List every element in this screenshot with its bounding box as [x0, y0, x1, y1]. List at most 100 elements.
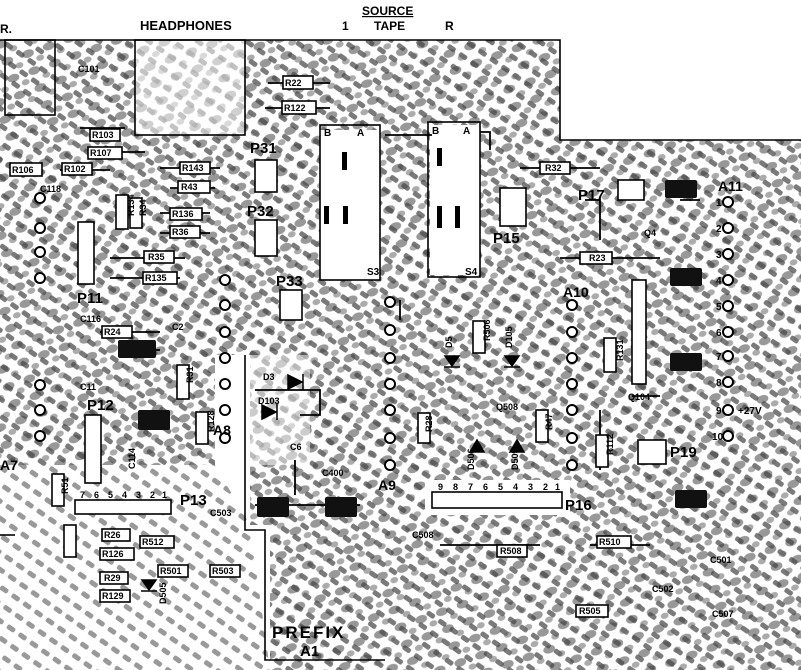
pin-number: 8 — [716, 378, 722, 389]
pin-number: 8 — [453, 482, 458, 492]
capacitor-label: C400 — [322, 468, 344, 478]
connector-headers — [74, 159, 667, 515]
capacitor-label: C118 — [40, 184, 61, 194]
resistor-label: R28 — [424, 415, 434, 432]
connector-label: P32 — [247, 203, 274, 220]
board-outlines — [0, 39, 801, 661]
resistor-label: R103 — [92, 130, 114, 140]
resistor-label: R24 — [104, 327, 121, 337]
module-labels: A11 A10 A9 A8 A7 — [0, 178, 743, 493]
semiconductor-labels: D5 D105 D3 D103 D505 D509 D506 Q508 Q104… — [158, 228, 656, 604]
switch-contacts — [324, 148, 460, 228]
connector-label: P19 — [670, 444, 697, 461]
resistor-labels: R22 R122 R103 R107 R102 R106 R143 R43 R1… — [12, 78, 625, 616]
pin-number: 5 — [108, 490, 113, 500]
connector-label: P33 — [276, 273, 303, 290]
pin-number: 7 — [468, 482, 473, 492]
capacitor-label: C501 — [710, 555, 732, 565]
connector-labels: P31 P32 P33 P17 P15 P12 P13 P16 P19 P11 — [77, 140, 697, 514]
tape-label: TAPE — [374, 19, 405, 33]
connector-label: P31 — [250, 140, 277, 157]
pin-number: 3 — [528, 482, 533, 492]
resistor-label: R506 — [482, 319, 492, 341]
resistor-label: R43 — [181, 182, 198, 192]
capacitor-label: C507 — [712, 609, 734, 619]
semiconductor-label: D3 — [263, 372, 275, 382]
copper-planes — [0, 40, 801, 670]
resistor-label: R34 — [138, 199, 148, 216]
switch-label: S4 — [465, 267, 478, 278]
pin-number: 1 — [716, 198, 722, 209]
semiconductor-label: Q4 — [644, 228, 656, 238]
capacitor-label: C116 — [80, 314, 101, 324]
pin-number: 5 — [716, 302, 722, 313]
source-label: SOURCE — [362, 4, 413, 18]
resistor-label: R126 — [102, 549, 124, 559]
semiconductor-label: D103 — [258, 396, 280, 406]
resistor-label: R501 — [160, 566, 182, 576]
switch-label: A — [463, 126, 470, 137]
resistor-label: R26 — [104, 530, 121, 540]
capacitor-label: C503 — [210, 508, 232, 518]
resistor-label: R143 — [182, 163, 204, 173]
pin-number: 2 — [543, 482, 548, 492]
module-label: A8 — [213, 422, 231, 438]
resistor-label: R128 — [206, 410, 216, 432]
capacitor-label: C101 — [78, 64, 100, 74]
capacitor-label: C11 — [80, 382, 96, 392]
resistor-label: R136 — [172, 209, 194, 219]
switch-label: B — [432, 126, 439, 137]
resistor-label: R22 — [285, 78, 302, 88]
resistor-label: R35 — [148, 252, 165, 262]
capacitor-label: C2 — [172, 322, 184, 332]
resistor-label: R32 — [545, 163, 562, 173]
resistor-label: R36 — [172, 227, 189, 237]
pin-number: 6 — [483, 482, 488, 492]
pin-number: 1 — [162, 490, 167, 500]
p16-pin-numbers: 9 8 7 6 5 4 3 2 1 — [438, 482, 560, 492]
pin-number: 2 — [150, 490, 155, 500]
semiconductor-label: Q508 — [496, 402, 518, 412]
connector-label: P15 — [493, 230, 520, 247]
supply-voltage-label: +27V — [738, 406, 762, 417]
headphones-label: HEADPHONES — [140, 18, 232, 33]
semiconductor-label: D105 — [504, 326, 514, 348]
switch-label: B — [324, 128, 331, 139]
r-label: R — [445, 19, 454, 33]
resistor-label: R134 — [126, 194, 136, 216]
semiconductor-label: D509 — [510, 448, 520, 470]
connector-label: P17 — [578, 187, 605, 204]
pin-number: 2 — [716, 224, 722, 235]
left-r-label: R. — [0, 22, 12, 36]
resistor-label: R31 — [185, 366, 195, 383]
resistor-label: R129 — [102, 591, 124, 601]
resistor-label: R508 — [500, 546, 522, 556]
capacitor-label: C6 — [290, 442, 302, 452]
a11-pin-numbers: 1 2 3 4 5 6 7 8 9 10 +27V — [712, 198, 762, 443]
resistor-label: R51 — [60, 477, 70, 494]
switch-labels: B A B A S3 S4 — [324, 126, 478, 278]
resistor-bodies — [9, 75, 632, 618]
resistor-label: R510 — [599, 537, 621, 547]
connector-label: P16 — [565, 497, 592, 514]
module-label: A9 — [378, 477, 396, 493]
pin-number: 4 — [122, 490, 127, 500]
capacitor-labels: C101 C118 C116 C2 C11 C114 C6 C400 C503 … — [40, 64, 734, 619]
module-label: A7 — [0, 457, 18, 473]
source-1-label: 1 — [342, 19, 349, 33]
semiconductor-label: D505 — [158, 582, 168, 604]
resistor-label: R512 — [142, 537, 164, 547]
pin-number: 7 — [80, 490, 85, 500]
module-label: A11 — [718, 178, 743, 194]
pin-number: 10 — [712, 432, 724, 443]
semiconductor-label: Q104 — [628, 392, 650, 402]
pin-number: 3 — [716, 250, 722, 261]
capacitor-label: C508 — [412, 530, 434, 540]
connector-label: P11 — [77, 290, 103, 307]
resistor-label: R135 — [145, 273, 167, 283]
resistor-label: R112 — [605, 434, 615, 455]
resistor-label: R503 — [212, 566, 234, 576]
resistor-label: R122 — [284, 103, 306, 113]
semiconductor-label: D5 — [444, 336, 454, 348]
